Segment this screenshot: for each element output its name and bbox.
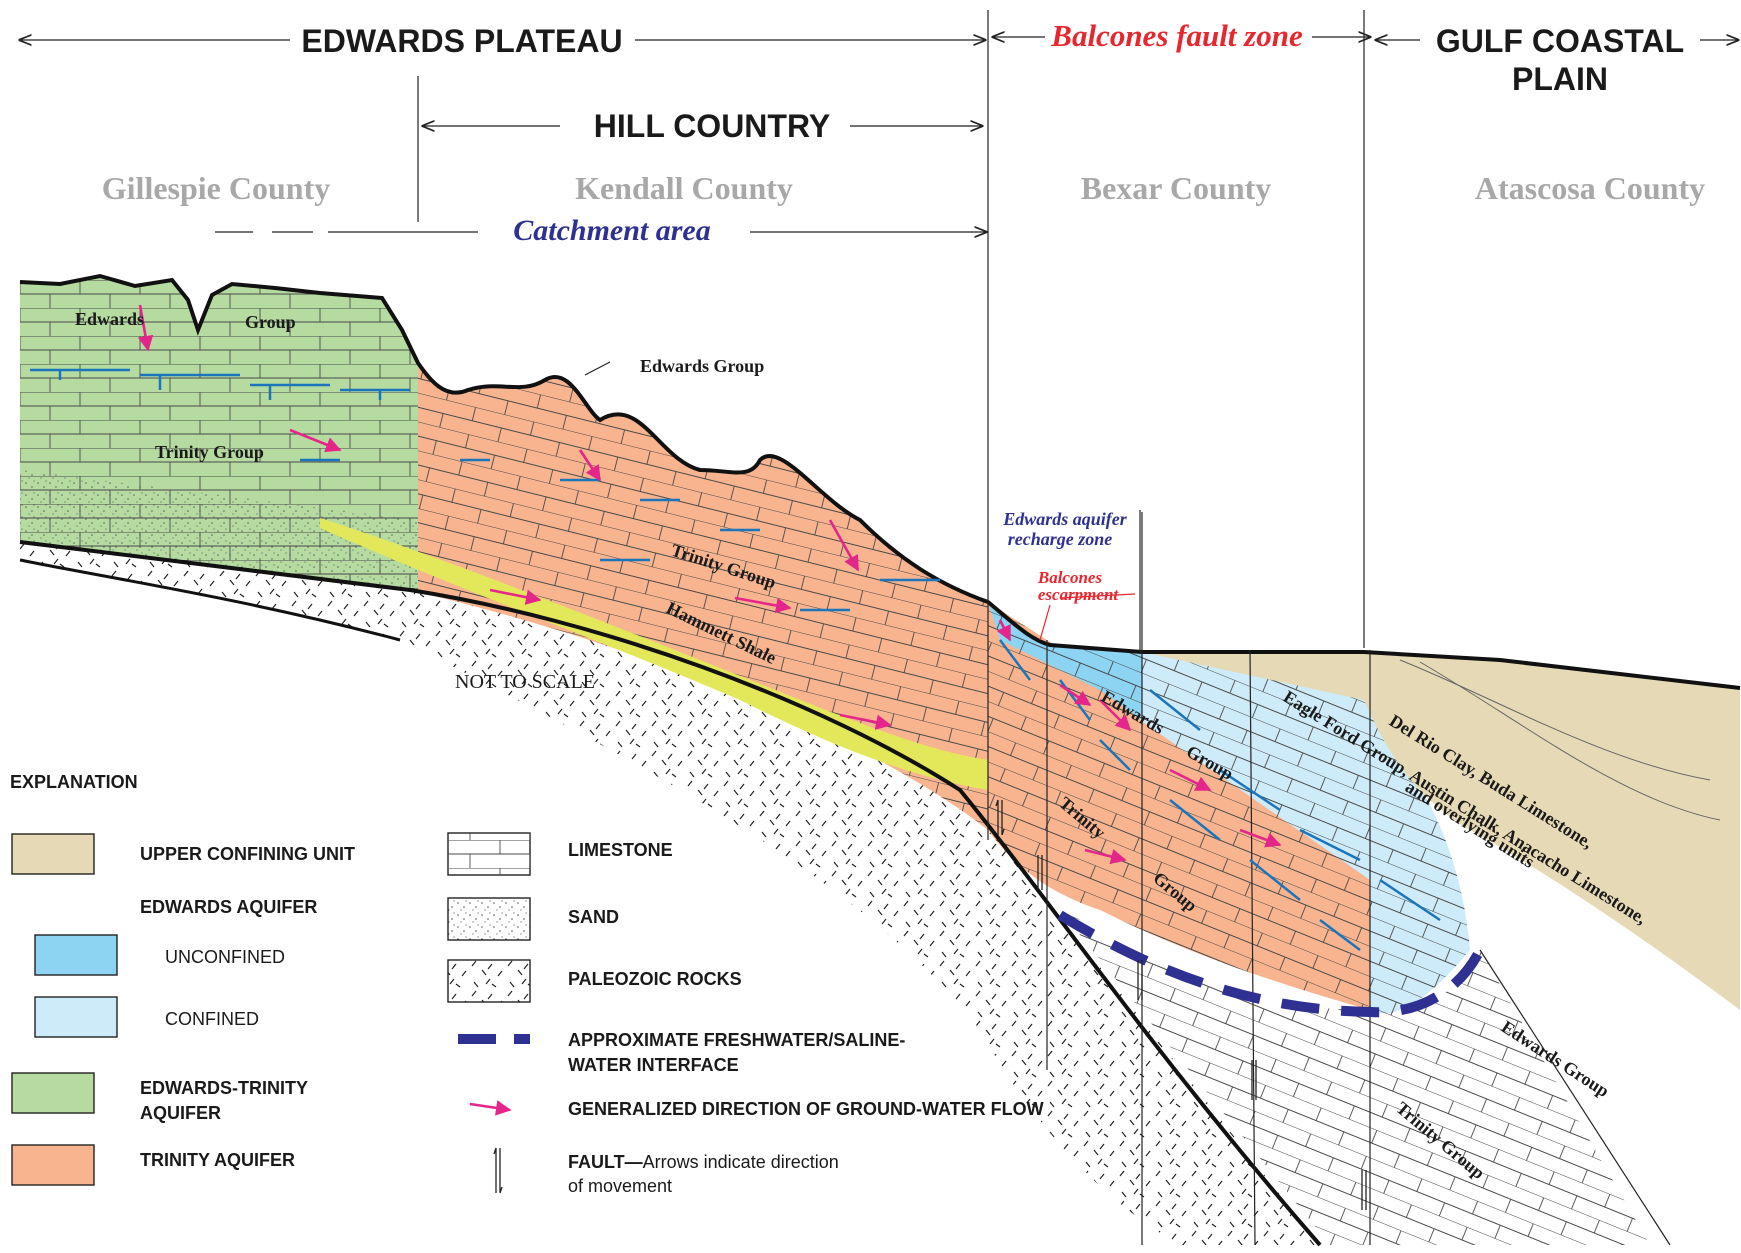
ground-surface [19, 273, 1741, 690]
fault-movement-arrows [995, 799, 1367, 1210]
label-recharge-zone-1: Edwards aquifer [1002, 509, 1128, 529]
legend-fault-bold: FAULT— [568, 1152, 643, 1172]
paleozoic-rocks [20, 542, 1320, 1245]
gulf-coastal-plain-header: GULF COASTAL [1436, 23, 1684, 59]
county-kendall: Kendall County [575, 170, 793, 206]
legend-swatch-fault [493, 1147, 503, 1194]
legend-swatch-confined [34, 996, 118, 1038]
hill-country-header: HILL COUNTRY [594, 108, 830, 144]
region-headers: EDWARDS PLATEAU Balcones fault zone GULF… [20, 10, 1738, 830]
label-escarpment-1: Balcones [1037, 568, 1103, 587]
legend-edwards-trinity-2: AQUIFER [140, 1103, 221, 1123]
label-escarpment-2: escarpment [1038, 585, 1120, 604]
county-atascosa: Atascosa County [1475, 170, 1705, 206]
legend-sand: SAND [568, 907, 619, 927]
legend-confined: CONFINED [165, 1009, 259, 1029]
freshwater-saline-interface [1057, 910, 1485, 1018]
legend-upper-confining: UPPER CONFINING UNIT [140, 844, 355, 864]
legend-swatch-paleozoic [447, 959, 531, 1003]
label-edwards-1: Edwards [75, 309, 144, 329]
legend-edwards-aquifer: EDWARDS AQUIFER [140, 897, 317, 917]
county-gillespie: Gillespie County [102, 170, 330, 206]
legend-flow: GENERALIZED DIRECTION OF GROUND-WATER FL… [568, 1099, 1044, 1119]
legend-interface-1: APPROXIMATE FRESHWATER/SALINE- [568, 1030, 905, 1050]
legend-swatch-unconfined [34, 934, 118, 976]
legend-limestone: LIMESTONE [568, 840, 673, 860]
label-edwards-group-top: Edwards Group [640, 356, 764, 376]
label-not-to-scale: NOT TO SCALE [455, 671, 595, 693]
legend-fault: FAULT—Arrows indicate direction [568, 1152, 839, 1172]
legend-fault-rest-2: of movement [568, 1176, 672, 1196]
edwards-plateau-header: EDWARDS PLATEAU [301, 23, 622, 59]
legend-paleozoic: PALEOZOIC ROCKS [568, 969, 742, 989]
paleozoic-contact [19, 540, 1322, 1247]
hammett-shale [320, 518, 988, 790]
legend-edwards-trinity-1: EDWARDS-TRINITY [140, 1078, 308, 1098]
legend: EXPLANATION UPPER CONFINING UNIT EDWARDS… [10, 772, 1044, 1196]
gulf-coastal-plain-header-line2: PLAIN [1512, 61, 1608, 97]
legend-title: EXPLANATION [10, 772, 138, 792]
legend-swatch-edwards-trinity [11, 1072, 95, 1114]
catchment-area-label: Catchment area [513, 214, 711, 247]
upper-confining-unit [1142, 652, 1740, 1010]
legend-swatch-sand [447, 897, 531, 941]
label-group-1: Group [245, 312, 296, 332]
county-bexar: Bexar County [1081, 170, 1272, 206]
legend-unconfined: UNCONFINED [165, 947, 285, 967]
balcones-fault-zone-header: Balcones fault zone [1050, 18, 1303, 53]
legend-swatch-trinity [11, 1144, 95, 1186]
legend-interface-2: WATER INTERFACE [568, 1055, 739, 1075]
label-trinity-group-west: Trinity Group [155, 442, 264, 462]
legend-trinity-aquifer: TRINITY AQUIFER [140, 1150, 295, 1170]
legend-swatch-flow [469, 1100, 512, 1116]
legend-swatch-upper-confining [11, 833, 95, 875]
flow-arrows [137, 304, 1282, 865]
label-recharge-zone-2: recharge zone [1008, 529, 1113, 549]
legend-fault-rest: Arrows indicate direction [643, 1152, 839, 1172]
